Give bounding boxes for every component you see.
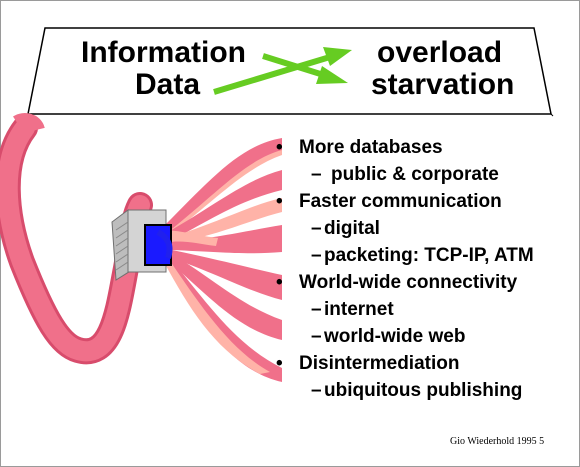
sub-bullet-item: – internet [276,296,576,323]
bullet-item: • Disintermediation [276,350,576,377]
sub-bullet-text: ubiquitous publishing [324,380,523,401]
bullet-list: • More databases – public & corporate • … [276,134,576,404]
bullet-text: World-wide connectivity [299,272,518,293]
bullet-glyph: • [276,191,283,212]
sub-dash: – [311,218,322,239]
sub-bullet-item: – public & corporate [276,161,576,188]
bullet-glyph: • [276,137,283,158]
sub-bullet-text: internet [324,299,394,320]
cross-arrows [213,47,352,95]
bullet-text: Faster communication [299,191,502,212]
sub-bullet-item: – ubiquitous publishing [276,377,576,404]
sub-dash: – [311,326,322,347]
sub-bullet-text: digital [324,218,380,239]
sub-bullet-item: – packeting: TCP-IP, ATM [276,242,576,269]
banner-left-bottom: Data [135,68,201,101]
sub-bullet-text: world-wide web [324,326,466,347]
sub-dash: – [311,164,322,185]
slide-footer: Gio Wiederhold 1995 5 [450,436,545,447]
bullet-item: • More databases [276,134,576,161]
banner-right-top: overload [377,36,503,69]
banner-right-bottom: starvation [371,68,515,101]
bullet-text: Disintermediation [299,353,460,374]
bullet-item: • Faster communication [276,188,576,215]
bullet-glyph: • [276,353,283,374]
bullet-text: More databases [299,137,443,158]
sub-bullet-item: – world-wide web [276,323,576,350]
sub-dash: – [311,245,322,266]
monitor-icon [111,209,173,281]
title-banner [27,27,554,117]
sub-dash: – [311,299,322,320]
sub-bullet-text: public & corporate [331,164,499,185]
cable-stub [13,113,45,134]
sub-bullet-text: packeting: TCP-IP, ATM [324,245,534,266]
banner-left-top: Information [81,36,246,69]
cable-fan [164,138,282,382]
sub-bullet-item: – digital [276,215,576,242]
bullet-glyph: • [276,272,283,293]
bullet-item: • World-wide connectivity [276,269,576,296]
sub-dash: – [311,380,322,401]
banner-shadow [550,113,554,117]
